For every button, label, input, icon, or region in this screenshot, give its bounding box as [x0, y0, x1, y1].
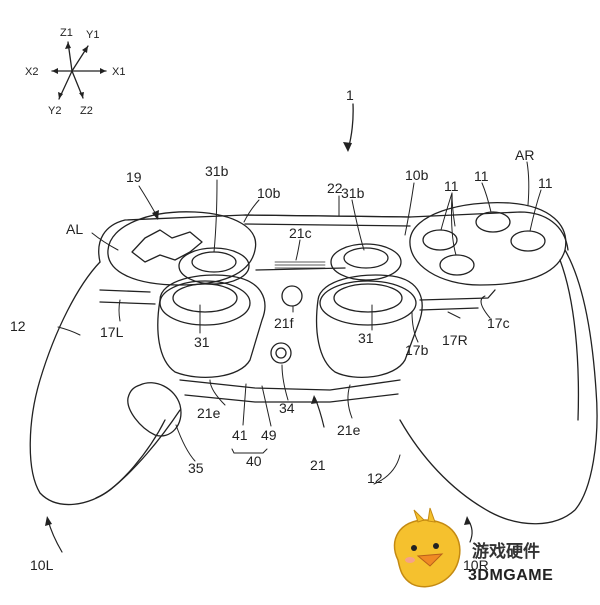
ref-1-head: [343, 142, 352, 152]
label-AL: AL: [66, 221, 83, 237]
right-grip-outline: [399, 249, 598, 525]
label-17L: 17L: [100, 324, 124, 340]
left-shoulder: [99, 289, 156, 305]
label-10L: 10L: [30, 557, 54, 573]
label-21f: 21f: [274, 315, 294, 331]
left-stick-cap-inner: [191, 251, 237, 273]
label-22: 22: [327, 180, 343, 196]
label-AR: AR: [515, 147, 534, 163]
left-stick-ring: [159, 280, 251, 326]
speaker-edge: [255, 267, 346, 271]
expansion-port-outer: [270, 342, 292, 364]
axis-z2-label: Z2: [80, 105, 93, 117]
ref-21-head: [311, 395, 318, 404]
axis-y1-head: [82, 46, 88, 53]
label-35: 35: [188, 460, 204, 476]
left-stick-ring-inner: [172, 283, 238, 313]
lightbar-edge: [244, 214, 411, 227]
axis-y2-label: Y2: [48, 105, 61, 117]
label-21e-left: 21e: [197, 405, 221, 421]
watermark-cn-text: 游戏硬件: [472, 541, 540, 562]
right-stick-ring: [319, 280, 417, 326]
axis-x1-head: [100, 68, 106, 74]
right-grip-inner: [559, 259, 580, 421]
label-49: 49: [261, 427, 277, 443]
label-21c: 21c: [289, 225, 312, 241]
right-stick-cap: [330, 243, 402, 281]
reference-labels: Z1 Y1 X2 X1 Y2 Z2 1 19 31b 10b 22 31b 10…: [10, 27, 553, 573]
label-10b-right: 10b: [405, 167, 429, 183]
label-12-right: 12: [367, 470, 383, 486]
lower-body: [179, 379, 401, 403]
expansion-port-inner: [275, 347, 287, 359]
right-shoulder: [419, 289, 496, 311]
arrow-heads: [45, 42, 471, 526]
label-31b-right: 31b: [341, 185, 365, 201]
label-31-left: 31: [194, 334, 210, 350]
axis-z1-head: [65, 42, 71, 49]
axis-z1-label: Z1: [60, 27, 73, 39]
label-34: 34: [279, 400, 295, 416]
action-button-bottom: [439, 254, 475, 276]
left-pad: [107, 211, 257, 286]
left-grip-inner: [95, 419, 166, 499]
left-grip-outline: [29, 261, 181, 506]
axis-z2-head: [79, 92, 84, 98]
label-11-a: 11: [444, 178, 459, 194]
action-button-top: [475, 211, 511, 233]
watermark-mascot: [393, 507, 461, 588]
left-stick-cap: [178, 247, 250, 285]
label-19: 19: [126, 169, 142, 185]
dpad-cross: [131, 229, 203, 263]
label-11-b: 11: [474, 168, 489, 184]
label-17c: 17c: [487, 315, 510, 331]
label-31-right: 31: [358, 330, 374, 346]
watermark: 游戏硬件 3DMGAME: [393, 507, 553, 588]
label-1: 1: [346, 87, 354, 103]
ref-19-head: [152, 210, 159, 220]
label-21: 21: [310, 457, 326, 473]
speaker-grille: [274, 261, 326, 269]
grip-button: [127, 382, 182, 437]
label-21e-right: 21e: [337, 422, 361, 438]
watermark-en-text: 3DMGAME: [468, 567, 553, 584]
axis-indicator: [51, 41, 107, 100]
right-stick-housing: [315, 274, 423, 378]
label-17R: 17R: [442, 332, 468, 348]
action-button-left: [422, 229, 458, 251]
label-12-left: 12: [10, 318, 26, 334]
label-17b: 17b: [405, 342, 429, 358]
label-10b-left: 10b: [257, 185, 281, 201]
left-stick-housing: [157, 274, 266, 378]
axis-x2-label: X2: [25, 66, 38, 78]
right-stick-cap-inner: [343, 247, 389, 269]
right-stick-ring-inner: [333, 283, 403, 313]
label-31b-left: 31b: [205, 163, 229, 179]
center-button: [281, 285, 303, 307]
action-button-right: [510, 230, 546, 252]
ref-10R-head: [464, 516, 471, 525]
label-40: 40: [246, 453, 262, 469]
label-10R: 10R: [463, 557, 489, 573]
label-11-c: 11: [538, 175, 553, 191]
ref-10L-head: [45, 516, 52, 526]
axis-y1-label: Y1: [86, 29, 99, 41]
axis-x2-head: [52, 68, 58, 74]
leader-lines: [57, 161, 542, 485]
axis-x1-label: X1: [112, 66, 125, 78]
axis-y2-head: [58, 92, 63, 99]
right-pad: [409, 201, 567, 286]
label-41: 41: [232, 427, 248, 443]
